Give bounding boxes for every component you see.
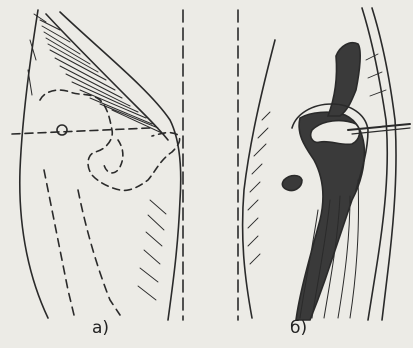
panel-b-island — [282, 176, 302, 191]
panel-a-hatching — [28, 14, 164, 134]
panel-a-caption: а) — [92, 318, 109, 338]
panel-a-dashed-axis — [12, 128, 150, 134]
panel-a-dashed-line-1 — [44, 170, 74, 315]
panel-b-drawing — [238, 8, 410, 320]
panel-a-dashed-line-2 — [78, 190, 120, 315]
panel-a-joint-marker — [57, 125, 67, 135]
panel-a-drawing — [12, 10, 183, 320]
panel-b-left-contour — [243, 40, 275, 318]
panel-b-caption: б) — [290, 318, 307, 338]
panel-a-lower-hatching — [138, 200, 166, 300]
panel-a-left-contour — [20, 10, 48, 318]
panel-a-inner-contour — [46, 14, 168, 140]
